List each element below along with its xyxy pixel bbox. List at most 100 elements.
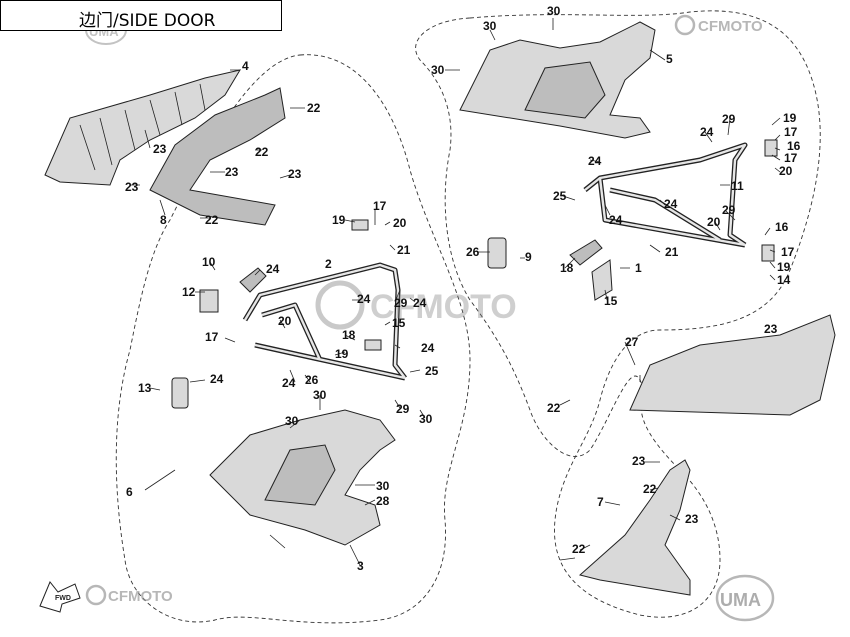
callout-29: 30 (419, 412, 433, 426)
callout-17: 19 (777, 260, 791, 274)
callout-27: 22 (547, 401, 561, 415)
callout-24: 24 (609, 213, 623, 227)
uma-bottom-logo: UMA (715, 574, 775, 622)
part-11-right-door-frame-inner (584, 143, 747, 247)
cfmoto-top-right-watermark: CFMOTO (674, 14, 763, 36)
callout-11: 11 (731, 179, 744, 193)
callout-23: 27 (625, 335, 639, 349)
part-12-left-door-frame-inner (243, 263, 406, 380)
callout-14: 26 (466, 245, 480, 259)
callout-10: 24 (266, 262, 280, 276)
callout-24: 19 (335, 347, 349, 361)
callout-22: 22 (205, 213, 219, 227)
callout-30: 30 (285, 414, 299, 428)
callout-24: 29 (394, 296, 408, 310)
callout-16: 16 (787, 139, 801, 153)
callout-25: 24 (282, 376, 296, 390)
callout-28: 6 (126, 485, 133, 499)
callout-16: 17 (781, 245, 795, 259)
callout-24: 29 (396, 402, 410, 416)
callout-20: 15 (392, 316, 406, 330)
callout-22: 22 (255, 145, 269, 159)
callout-24: 2 (325, 257, 332, 271)
callout-24: 20 (707, 215, 721, 229)
callout-30: 30 (483, 19, 497, 33)
svg-text:CFMOTO: CFMOTO (108, 588, 173, 605)
callout-30: 30 (376, 479, 390, 493)
part-7-lower-trim (578, 459, 691, 596)
callout-24: 24 (664, 197, 678, 211)
callout-labels: 4 22 23 22 23 23 23 8 22 30 30 30 5 19 2… (125, 4, 801, 573)
part-2-hinge (199, 289, 219, 313)
callout-18: 17 (205, 330, 219, 344)
callout-21: 1 (635, 261, 642, 275)
part-4-inner-panel (44, 69, 242, 186)
callout-12: 24 (357, 292, 371, 306)
callout-4: 4 (242, 59, 249, 73)
callout-17: 17 (784, 151, 798, 165)
callout-30: 30 (313, 388, 327, 402)
callout-22: 23 (632, 454, 646, 468)
part-15-hinge-bottom (364, 339, 382, 351)
callout-2: 12 (182, 285, 196, 299)
callout-23: 23 (125, 180, 139, 194)
callout-20: 16 (775, 220, 789, 234)
callout-22: 22 (307, 101, 321, 115)
callout-13: 24 (210, 372, 224, 386)
callout-23: 23 (153, 142, 167, 156)
callout-17: 24 (421, 341, 435, 355)
title-box: 边门/SIDE DOOR (0, 0, 282, 31)
callout-22: 7 (597, 495, 604, 509)
cfmoto-main-watermark: CFMOTO (315, 280, 517, 330)
part-4-ribs (79, 83, 206, 171)
part-16-hinge-top (764, 139, 778, 157)
callout-20: 20 (779, 164, 793, 178)
callout-19: 17 (373, 199, 387, 213)
part-3-side-panel (629, 314, 836, 416)
callout-8: 8 (160, 213, 167, 227)
fwd-arrow-icon: FWD (39, 581, 81, 613)
callout-23: 23 (288, 167, 302, 181)
callout-24: 24 (700, 125, 714, 139)
group-outline-27 (415, 10, 821, 618)
callout-18: 21 (665, 245, 679, 259)
callout-29: 29 (722, 112, 736, 126)
callout-17: 20 (393, 216, 407, 230)
part-13-hinge-plate (171, 377, 189, 409)
callout-20: 21 (397, 243, 411, 257)
callout-15: 18 (342, 328, 356, 342)
cfmoto-bottom-left-watermark: CFMOTO (85, 584, 173, 606)
callout-26: 13 (138, 381, 152, 395)
part-14-hinge-plate (487, 237, 507, 269)
part-9-latch (569, 239, 603, 266)
callout-24: 24 (588, 154, 602, 168)
callout-15: 19 (332, 213, 346, 227)
callout-3: 23 (764, 322, 778, 336)
callout-23: 22 (572, 542, 586, 556)
callout-23: 22 (643, 482, 657, 496)
callout-30: 30 (431, 63, 445, 77)
callout-23: 23 (225, 165, 239, 179)
callout-25: 25 (553, 189, 567, 203)
page-title: 边门/SIDE DOOR (79, 11, 216, 31)
part-5-window-cutout (524, 61, 606, 119)
part-6-window-cutout (264, 444, 336, 506)
svg-text:CFMOTO: CFMOTO (370, 288, 517, 326)
callout-19: 14 (777, 273, 791, 287)
svg-text:CFMOTO: CFMOTO (698, 18, 763, 35)
part-16-hinge-bottom (761, 244, 775, 262)
svg-text:UMA: UMA (720, 590, 761, 610)
callout-26: 9 (525, 250, 532, 264)
callout-29: 24 (413, 296, 427, 310)
callout-17: 17 (784, 125, 798, 139)
callout-5: 5 (666, 52, 673, 66)
group-outline-28 (115, 54, 471, 624)
part-10-latch (239, 267, 267, 293)
callout-6: 3 (357, 559, 364, 573)
callout-29: 29 (722, 203, 736, 217)
callout-19: 25 (425, 364, 439, 378)
callout-1: 15 (604, 294, 618, 308)
leader-lines (130, 18, 781, 566)
callout-9: 18 (560, 261, 574, 275)
